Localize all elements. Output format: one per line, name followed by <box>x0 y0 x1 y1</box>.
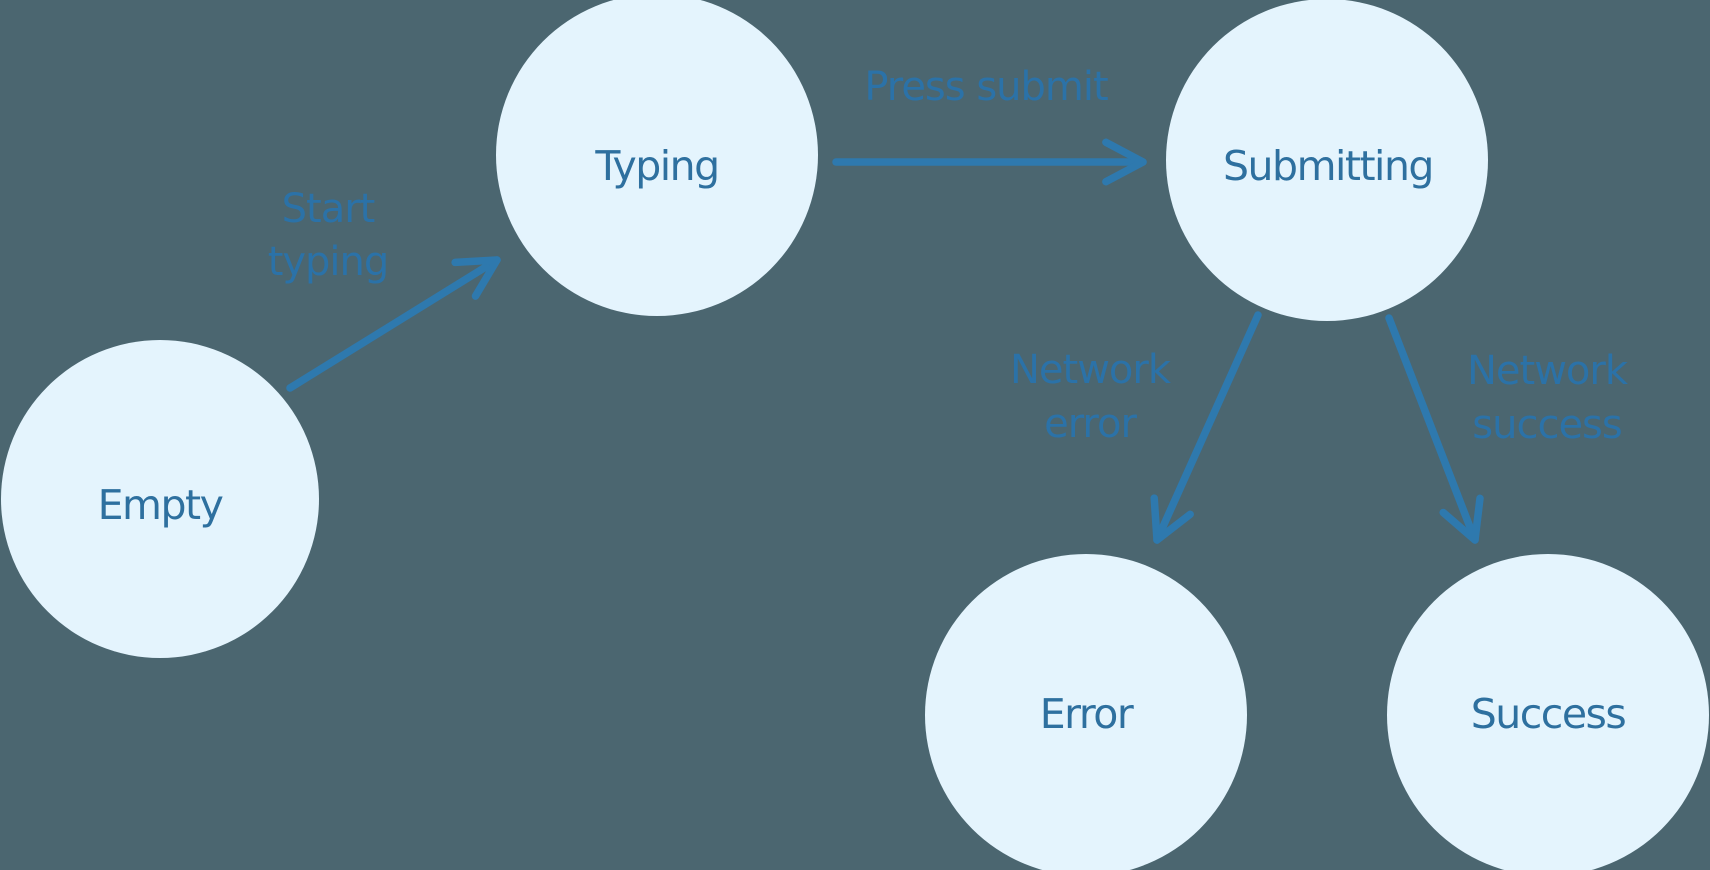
state-label-empty: Empty <box>98 481 224 529</box>
arrowhead-icon <box>1150 494 1194 544</box>
edge-label-network-error-line1: Network <box>1010 347 1172 393</box>
edge-empty-to-typing <box>286 256 501 392</box>
arrowhead-icon <box>1439 494 1484 544</box>
state-node-error <box>925 554 1247 870</box>
state-label-submitting: Submitting <box>1223 142 1433 190</box>
edge-line-empty-typing <box>286 256 501 392</box>
state-node-submitting <box>1166 0 1488 321</box>
edge-label-network-success-line1: Network <box>1467 348 1629 394</box>
state-node-typing <box>496 0 818 316</box>
edge-submitting-to-success <box>1385 314 1484 544</box>
edge-label-press-submit: Press submit <box>864 64 1108 110</box>
edge-label-start-typing-line1: Start <box>282 186 375 232</box>
edge-submitting-to-error <box>1150 311 1262 544</box>
edge-line-submitting-success <box>1385 314 1479 544</box>
arrowhead-icon <box>1102 138 1147 186</box>
state-label-error: Error <box>1040 690 1134 738</box>
edge-label-start-typing-line2: typing <box>268 239 389 285</box>
arrowhead-icon <box>451 256 501 300</box>
edge-label-network-success-line2: success <box>1472 402 1621 448</box>
edge-line-submitting-error <box>1153 311 1262 544</box>
state-label-success: Success <box>1471 690 1626 738</box>
state-node-success <box>1387 554 1709 870</box>
state-label-typing: Typing <box>594 142 718 190</box>
edge-typing-to-submitting <box>832 138 1147 186</box>
edge-label-network-error-line2: error <box>1044 401 1137 447</box>
state-node-empty <box>1 340 319 658</box>
